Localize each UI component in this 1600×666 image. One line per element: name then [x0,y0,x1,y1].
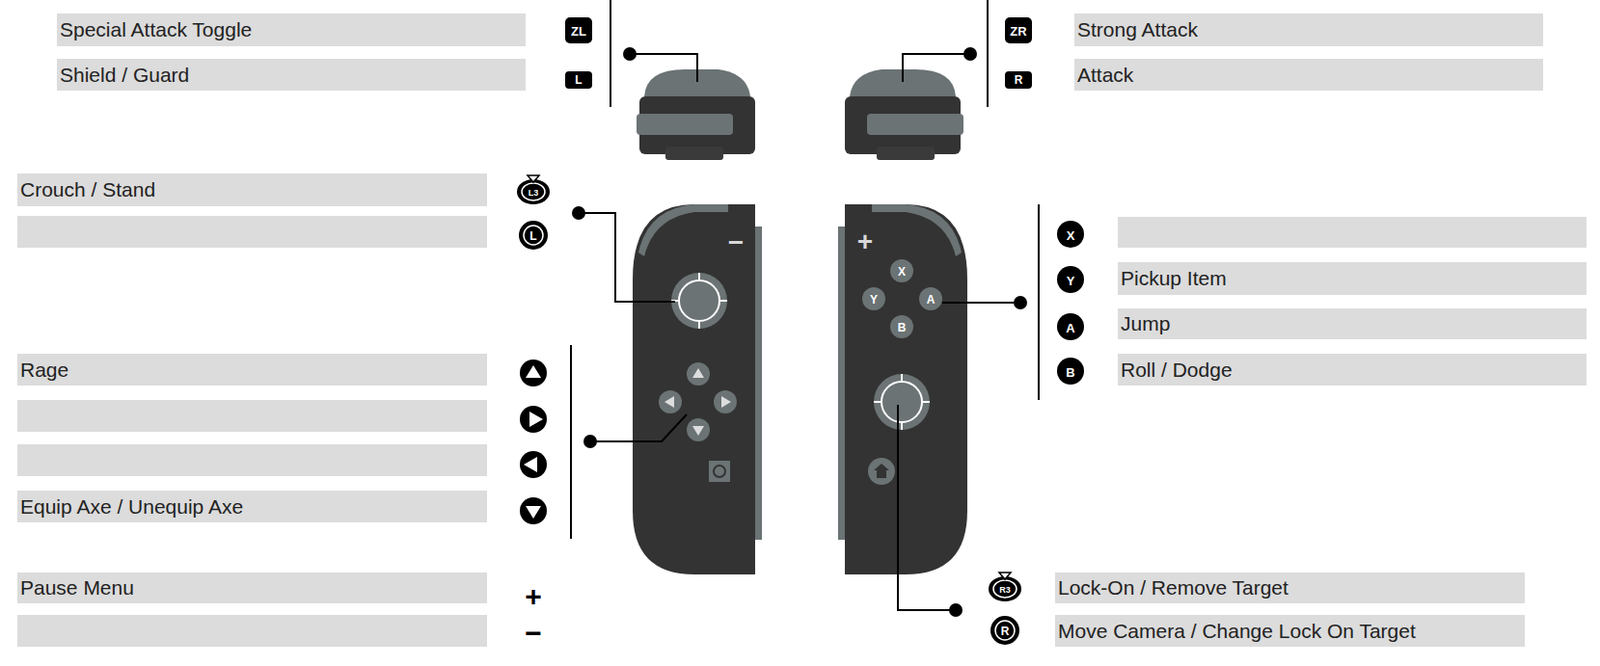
action-label-bar: Shield / Guard [56,58,526,91]
button-glyph: Y [1066,274,1076,288]
action-label-bar: Equip Axe / Unequip Axe [17,490,488,523]
button-glyph: R [1001,625,1010,638]
button-glyph: X [897,266,906,278]
button-glyph: A [1065,322,1075,335]
button-glyph: Y [869,294,878,306]
action-text: Jump [1120,312,1170,336]
action-label-bar: Special Attack Toggle [56,13,526,47]
button-glyph: X [1066,229,1076,243]
button-glyph: A [926,294,936,306]
action-label-bar: Attack [1074,58,1544,91]
action-text: Move Camera / Change Lock On Target [1057,620,1416,644]
button-glyph: ZL [570,25,587,38]
button-glyph: R3 [999,586,1011,596]
action-label-bar: Strong Attack [1074,13,1544,47]
action-label-bar: Crouch / Stand [17,173,488,207]
button-glyph: ZR [1009,25,1027,38]
action-text: Crouch / Stand [20,178,156,202]
button-glyph: − [524,619,543,649]
action-text: Pickup Item [1120,267,1227,291]
button-glyph: R [1014,74,1024,86]
action-text: Strong Attack [1077,18,1198,42]
action-label-bar: Rage [17,353,488,386]
button-glyph: B [897,322,907,334]
action-text: Roll / Dodge [1120,358,1233,382]
button-glyph: L [529,230,537,243]
action-label-bar: Jump [1117,308,1587,340]
action-label-bar: Lock-On / Remove Target [1055,572,1525,604]
action-label-bar: Pickup Item [1117,262,1587,296]
button-glyph: B [1065,366,1075,380]
action-text: Shield / Guard [59,63,190,87]
action-text: Special Attack Toggle [59,18,252,42]
button-glyph: L [574,74,582,86]
action-text: Lock-On / Remove Target [1057,576,1289,600]
button-glyph: − [728,229,744,257]
button-glyph: + [857,228,873,256]
action-text: Attack [1077,63,1134,87]
action-text: Rage [20,358,69,382]
action-label-bar: Move Camera / Change Lock On Target [1055,615,1525,648]
action-label-bar: Pause Menu [17,572,488,604]
action-text: Equip Axe / Unequip Axe [20,495,244,519]
action-text: Pause Menu [20,576,135,600]
action-label-bar: Roll / Dodge [1117,353,1587,386]
button-glyph: L3 [528,189,540,198]
button-glyph: + [524,582,543,612]
